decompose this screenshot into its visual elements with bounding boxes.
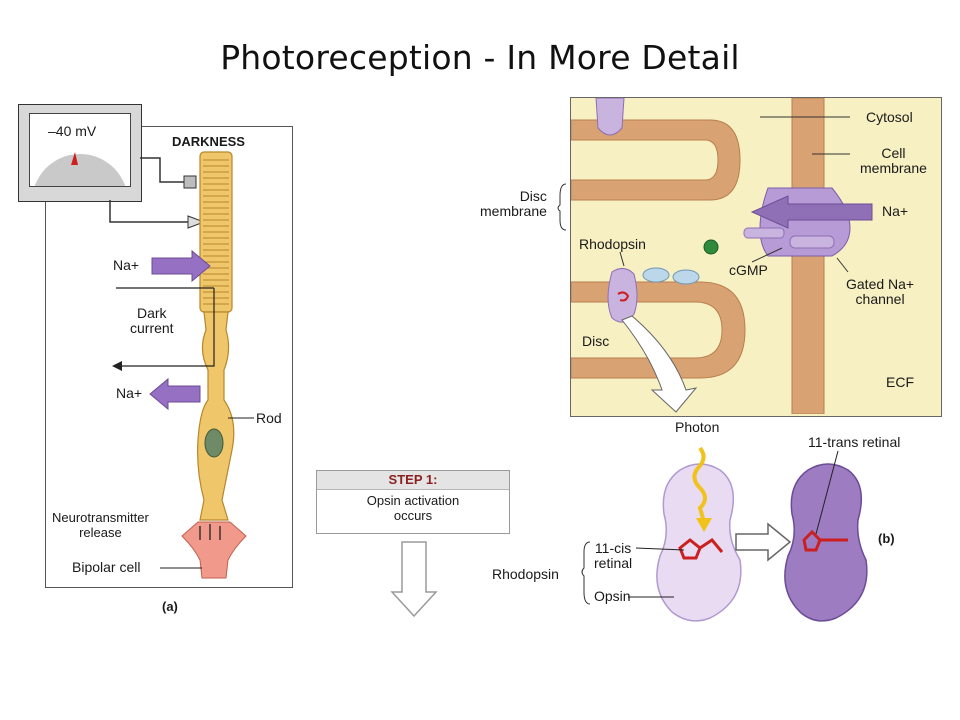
trans-retinal-leader-line bbox=[815, 450, 839, 535]
voltmeter-reading: –40 mV bbox=[48, 123, 97, 139]
down-arrow-icon bbox=[390, 541, 438, 618]
dark-current-arrowhead-icon bbox=[112, 361, 122, 371]
photon-squiggle-icon bbox=[692, 446, 707, 523]
cis-retinal-label: 11-cis retinal bbox=[594, 540, 633, 571]
rod-inner-segment bbox=[197, 311, 235, 521]
trans-retinal-label: 11-trans retinal bbox=[808, 434, 901, 450]
channel-gate-icon bbox=[789, 235, 835, 249]
rhodopsin-leader-line bbox=[619, 251, 625, 267]
retinal-icon bbox=[617, 291, 630, 302]
cgmp-leader-line bbox=[751, 247, 783, 263]
rhodopsin-label: Rhodopsin bbox=[579, 236, 646, 252]
pde-icon bbox=[672, 269, 700, 285]
electrode-icon bbox=[183, 175, 197, 189]
bipolar-cell-shape bbox=[181, 521, 247, 579]
rhodopsin-lower-label: Rhodopsin bbox=[492, 566, 559, 582]
electrode-wire bbox=[140, 157, 188, 183]
cis-retinal-icon bbox=[678, 538, 724, 560]
neurotransmitter-release-label: Neurotransmitter release bbox=[52, 510, 149, 540]
dark-current-label: Dark current bbox=[130, 305, 174, 336]
cgmp-label: cGMP bbox=[729, 262, 768, 278]
electrode-tip-icon bbox=[187, 215, 206, 229]
upper-disc-membrane bbox=[571, 119, 741, 201]
cgmp-molecule-icon bbox=[703, 239, 719, 255]
opsin-active-shape bbox=[784, 463, 868, 622]
panel-a-caption: (a) bbox=[162, 599, 178, 614]
disc-membrane-brace bbox=[557, 183, 567, 231]
photon-label: Photon bbox=[675, 419, 720, 435]
voltmeter bbox=[18, 104, 142, 202]
neurotransmitter-arrows bbox=[199, 524, 221, 540]
na-influx-arrow-icon bbox=[750, 195, 873, 229]
disc-membrane-label: Disc membrane bbox=[480, 188, 547, 219]
rod-label: Rod bbox=[256, 410, 282, 426]
voltmeter-face bbox=[29, 113, 131, 187]
cytosol-label: Cytosol bbox=[866, 109, 913, 125]
darkness-label: DARKNESS bbox=[172, 134, 245, 149]
ecf-label: ECF bbox=[886, 374, 914, 390]
gated-channel-label: Gated Na+ channel bbox=[846, 276, 915, 307]
rhodopsin-top-icon bbox=[595, 98, 625, 136]
channel-leader-line bbox=[836, 257, 849, 273]
rhodopsin-brace bbox=[581, 541, 591, 605]
dark-current-line bbox=[122, 288, 215, 367]
photon-path-arrow-icon bbox=[621, 315, 698, 413]
opsin-inactive-shape bbox=[656, 463, 742, 622]
step-description: Opsin activation occurs bbox=[366, 493, 460, 523]
na-influx-arrow-icon bbox=[151, 249, 211, 283]
bipolar-cell-label: Bipolar cell bbox=[72, 559, 141, 575]
rhodopsin-protein-icon bbox=[607, 268, 638, 323]
page-title: Photoreception - In More Detail bbox=[220, 38, 740, 77]
channel-gate-icon bbox=[743, 227, 785, 239]
panel-b-caption: (b) bbox=[878, 531, 895, 546]
transducin-icon bbox=[642, 267, 670, 283]
na-efflux-arrow-icon bbox=[149, 377, 201, 411]
photon-arrowhead-icon bbox=[696, 518, 712, 532]
step-1-box: STEP 1: Opsin activation occurs bbox=[316, 470, 510, 534]
na-out-label: Na+ bbox=[116, 385, 143, 401]
cis-retinal-leader-line bbox=[635, 547, 685, 551]
opsin-label: Opsin bbox=[594, 588, 631, 604]
trans-retinal-icon bbox=[802, 529, 848, 552]
na-in-label: Na+ bbox=[113, 257, 140, 273]
isomerization-arrow-icon bbox=[735, 522, 792, 562]
na-channel-ion-label: Na+ bbox=[882, 203, 909, 219]
voltmeter-needle-icon bbox=[71, 152, 78, 165]
disc-label: Disc bbox=[582, 333, 610, 349]
step-heading: STEP 1: bbox=[317, 471, 509, 490]
electrode-wire bbox=[109, 200, 196, 223]
panel-a-frame bbox=[45, 126, 293, 588]
rod-nucleus-icon bbox=[204, 428, 224, 458]
cell-membrane-label: Cell membrane bbox=[860, 145, 927, 176]
